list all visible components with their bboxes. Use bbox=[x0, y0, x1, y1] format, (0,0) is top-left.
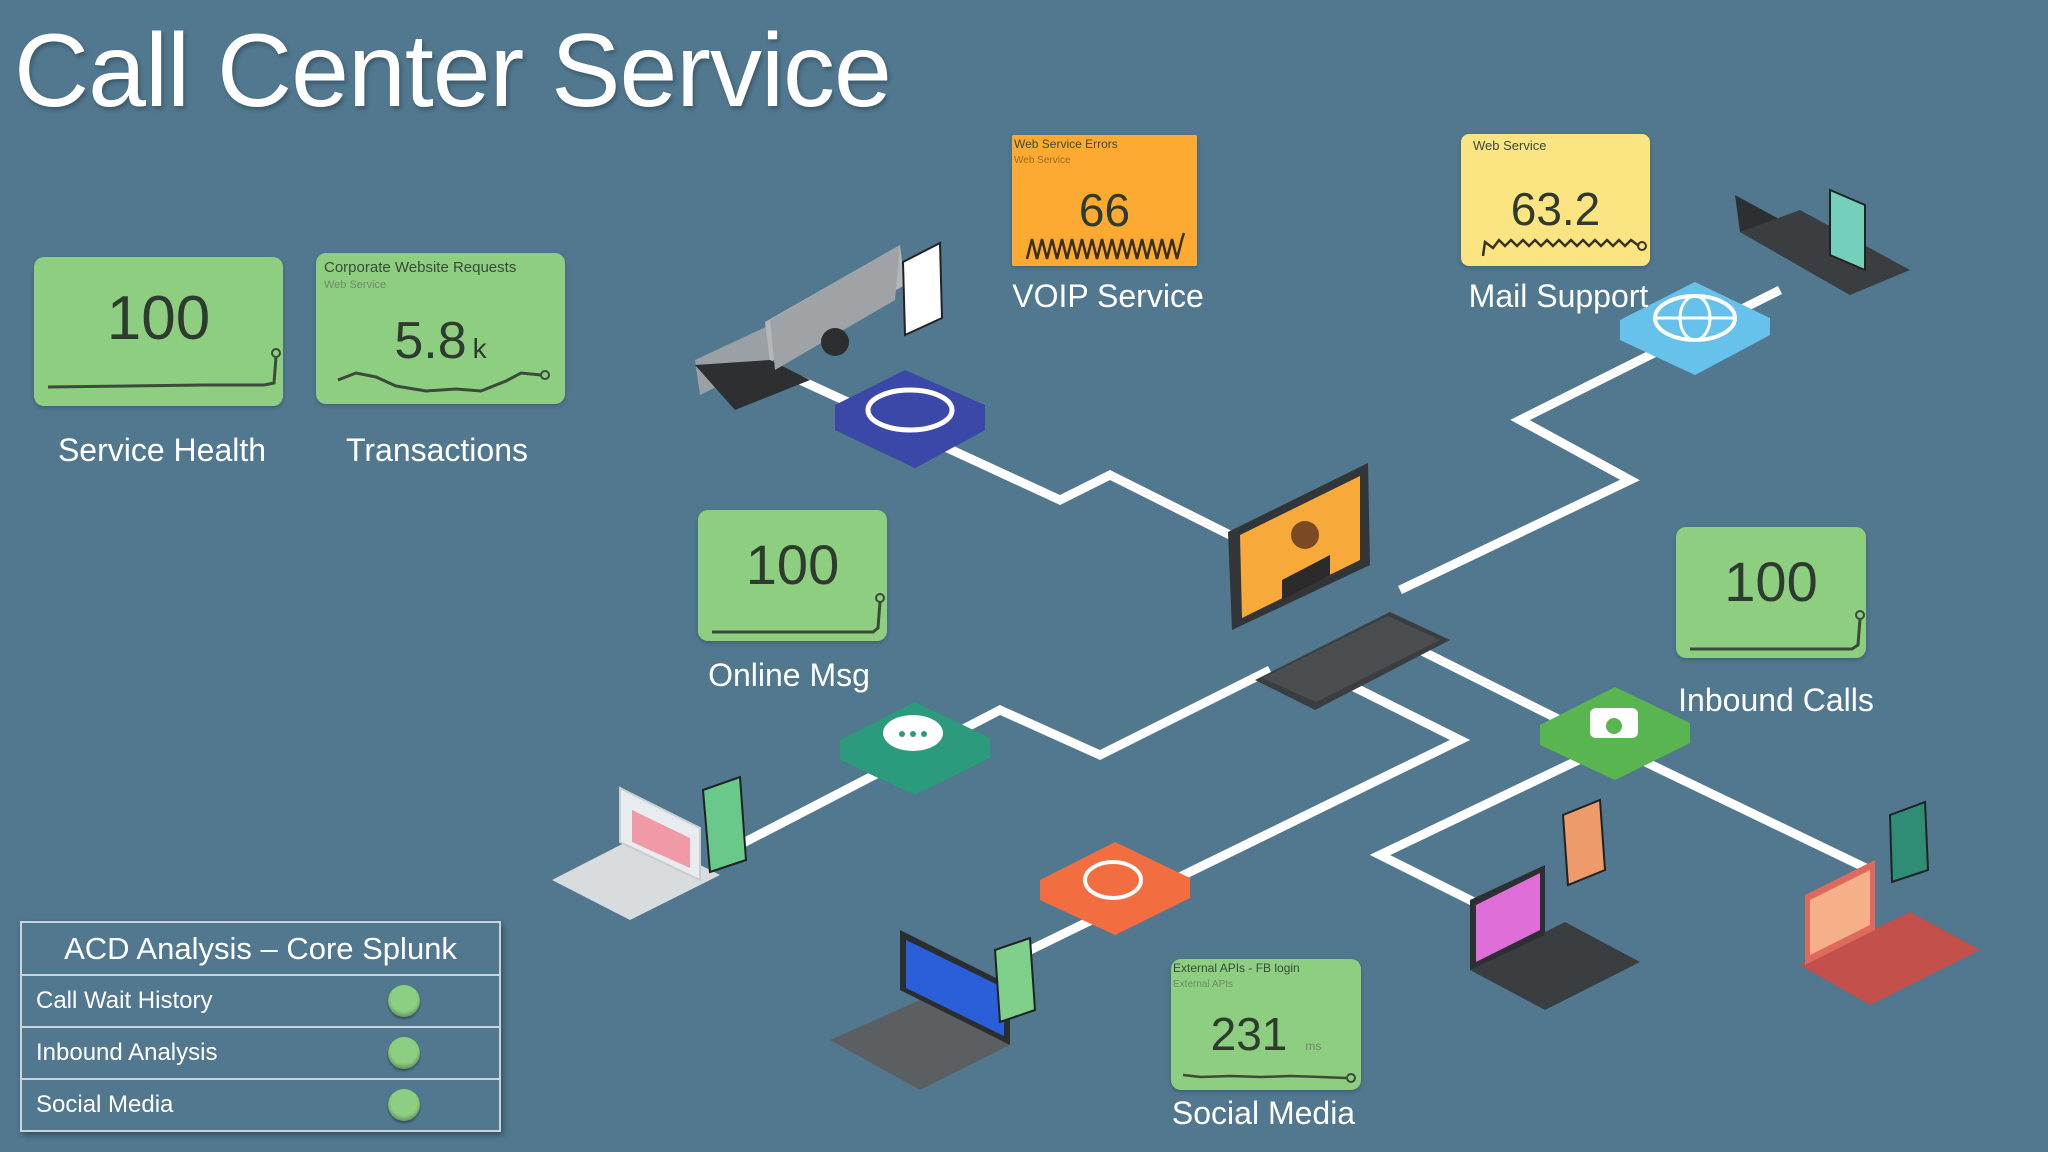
social-media-unit: ms bbox=[1305, 1039, 1322, 1053]
sparkline bbox=[1182, 1073, 1356, 1083]
laptop-icon bbox=[695, 241, 944, 410]
sparkline bbox=[1025, 232, 1186, 260]
social-icon bbox=[1040, 842, 1190, 935]
inbound-calls-caption: Inbound Calls bbox=[1678, 682, 1874, 718]
acd-row-inbound-analysis[interactable]: Inbound Analysis bbox=[22, 1028, 499, 1080]
sparkline bbox=[337, 370, 550, 393]
social-media-number: 231 bbox=[1210, 1008, 1288, 1060]
laptop-icon bbox=[830, 930, 1037, 1090]
mail-caption: Mail Support bbox=[1468, 278, 1649, 314]
sparkline bbox=[712, 593, 885, 634]
page-title: Call Center Service bbox=[14, 13, 892, 129]
acd-row-call-wait-history[interactable]: Call Wait History bbox=[22, 976, 499, 1028]
voip-service-tile[interactable]: Web Service Errors Web Service 66 bbox=[1012, 135, 1197, 266]
social-media-caption: Social Media bbox=[1171, 1095, 1356, 1131]
chat-icon bbox=[840, 702, 990, 795]
service-health-tile[interactable]: 100 bbox=[34, 257, 283, 406]
voip-value: 66 bbox=[1078, 184, 1131, 236]
transactions-title: Corporate Website Requests bbox=[324, 259, 517, 276]
transactions-number: 5.8 bbox=[394, 312, 467, 370]
transactions-subtitle: Web Service bbox=[324, 279, 387, 291]
agent-workstation-icon bbox=[1228, 463, 1450, 710]
social-media-tile[interactable]: External APIs - FB login External APIs 2… bbox=[1171, 959, 1361, 1090]
sparkline bbox=[47, 348, 281, 389]
social-media-title: External APIs - FB login bbox=[1173, 961, 1300, 975]
transactions-tile[interactable]: Corporate Website Requests Web Service 5… bbox=[316, 253, 565, 404]
status-dot bbox=[388, 985, 420, 1017]
acd-analysis-panel: ACD Analysis – Core Splunk Call Wait His… bbox=[20, 921, 501, 1132]
online-msg-caption: Online Msg bbox=[708, 657, 870, 693]
mail-value: 63.2 bbox=[1510, 183, 1601, 235]
inbound-calls-tile[interactable]: 100 bbox=[1676, 527, 1866, 658]
voip-caption: VOIP Service bbox=[1012, 278, 1204, 314]
transactions-unit: k bbox=[472, 333, 487, 364]
acd-row-label: Social Media bbox=[36, 1091, 174, 1118]
telephone-icon bbox=[1540, 687, 1690, 780]
status-dot bbox=[388, 1037, 420, 1069]
laptop-icon bbox=[1800, 800, 1980, 1005]
mail-title: Web Service bbox=[1473, 138, 1547, 153]
globe-icon bbox=[1620, 282, 1770, 375]
social-media-value: 231 ms bbox=[1171, 1007, 1361, 1061]
sparkline bbox=[1481, 238, 1647, 257]
voip-title: Web Service Errors bbox=[1014, 137, 1118, 151]
laptop-icon bbox=[1735, 188, 1910, 295]
service-health-value: 100 bbox=[106, 284, 211, 353]
transactions-caption: Transactions bbox=[346, 432, 528, 468]
acd-row-label: Call Wait History bbox=[36, 987, 213, 1014]
voip-subtitle: Web Service bbox=[1014, 155, 1071, 166]
acd-row-social-media[interactable]: Social Media bbox=[22, 1080, 499, 1130]
sparkline bbox=[1690, 610, 1865, 651]
social-media-subtitle: External APIs bbox=[1173, 979, 1234, 990]
inbound-calls-value: 100 bbox=[1724, 550, 1818, 613]
online-msg-value: 100 bbox=[745, 533, 840, 596]
online-msg-tile[interactable]: 100 bbox=[698, 510, 887, 641]
headset-icon bbox=[835, 370, 985, 468]
acd-panel-title: ACD Analysis – Core Splunk bbox=[22, 923, 499, 976]
laptop-icon bbox=[552, 775, 748, 920]
laptop-icon bbox=[1470, 798, 1640, 1010]
service-health-caption: Service Health bbox=[57, 432, 267, 468]
mail-support-tile[interactable]: Web Service 63.2 bbox=[1461, 134, 1650, 266]
status-dot bbox=[388, 1089, 420, 1121]
acd-row-label: Inbound Analysis bbox=[36, 1039, 218, 1066]
